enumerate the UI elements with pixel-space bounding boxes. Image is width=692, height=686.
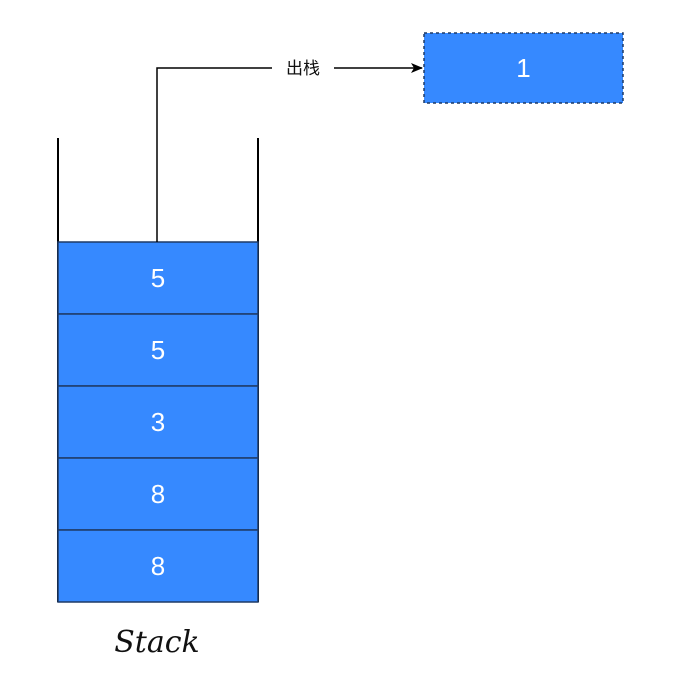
popped-element-box xyxy=(423,32,624,104)
stack-cell xyxy=(57,385,259,459)
stack-cell xyxy=(57,529,259,603)
stack-cell-value: 8 xyxy=(151,479,165,509)
stack-cell-value: 5 xyxy=(151,263,165,293)
stack-cell xyxy=(57,457,259,531)
stack-caption: Stack xyxy=(114,625,199,660)
stack-cell-value: 3 xyxy=(151,407,165,437)
pop-edge-label: 出栈 xyxy=(286,59,320,79)
stack-cell-value: 8 xyxy=(151,551,165,581)
popped-element-value: 1 xyxy=(516,53,530,83)
popped-element: 1 xyxy=(423,32,624,104)
pop-arrow xyxy=(156,68,422,242)
stack-cell-value: 5 xyxy=(151,335,165,365)
stack-cell xyxy=(57,241,259,315)
stack-cells: 5 5 3 8 8 xyxy=(57,241,259,603)
stack-cell xyxy=(57,313,259,387)
